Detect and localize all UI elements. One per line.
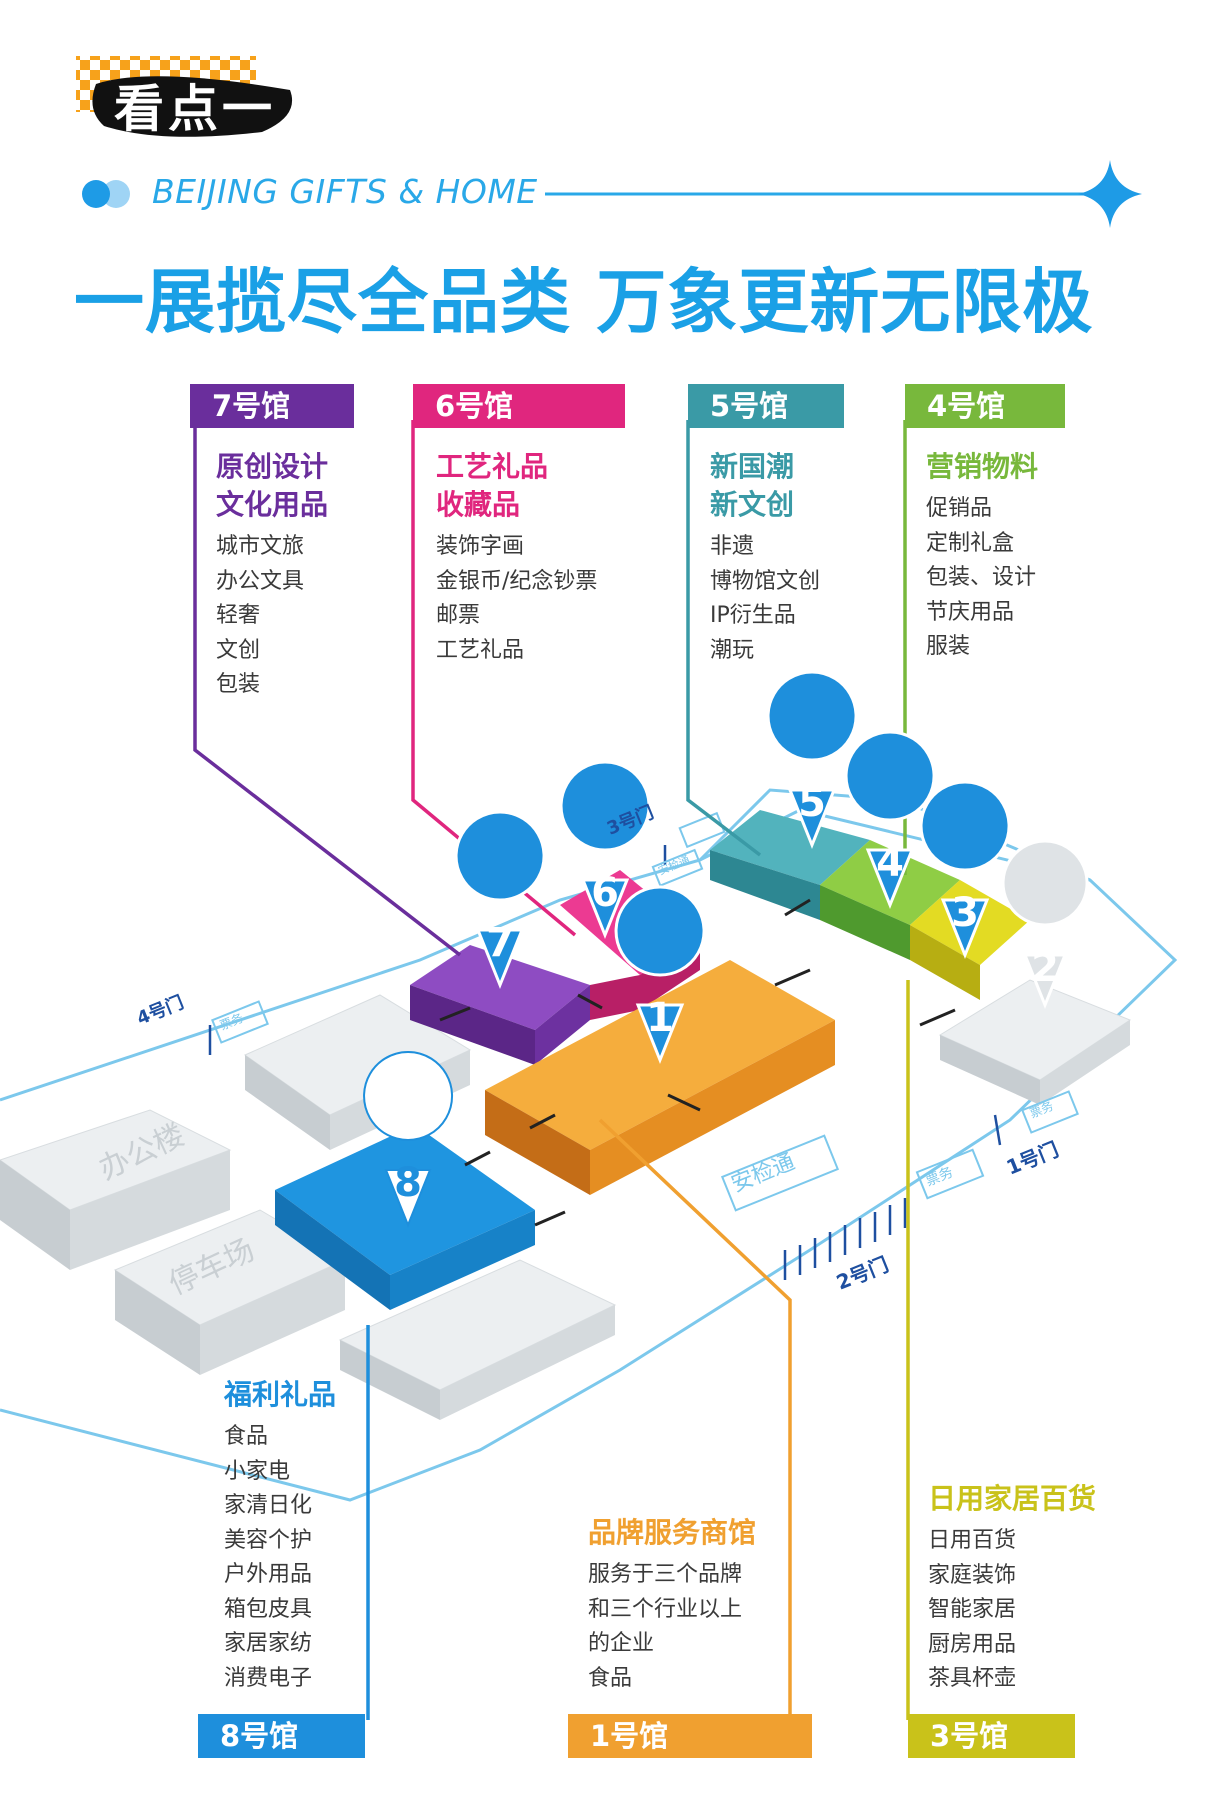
- hall-8-tag: 8号馆: [198, 1714, 365, 1758]
- hall-5-item: 博物馆文创: [710, 568, 821, 594]
- hall-3-item: 茶具杯壶: [928, 1666, 1017, 1691]
- hall-4-item: 包装、设计: [926, 565, 1037, 590]
- hall-7-item: 文创: [216, 637, 261, 663]
- badge-blob: [92, 76, 293, 137]
- hall-8-title-1: 福利礼品: [224, 1378, 337, 1411]
- hall-6-title-1: 工艺礼品: [436, 450, 549, 483]
- hall-3-item: 智能家居: [928, 1597, 1017, 1622]
- hall-3-item: 厨房用品: [928, 1631, 1017, 1657]
- hall-4-title-1: 营销物料: [926, 450, 1039, 483]
- hall-8-item: 食品: [224, 1424, 269, 1449]
- hall-8-item: 家居家纺: [224, 1631, 313, 1656]
- hall-5-panel: 新国潮 新文创 非遗 博物馆文创 IP衍生品 潮玩: [710, 448, 820, 668]
- hall-8-item: 小家电: [224, 1458, 291, 1484]
- hall-strip-5-4-3: [710, 810, 1030, 1000]
- hall-8-item: 美容个护: [224, 1527, 313, 1553]
- grey-blocks: [0, 979, 1132, 1420]
- hall-5-title-1: 新国潮: [710, 450, 795, 483]
- hall-5-item: IP衍生品: [710, 603, 796, 628]
- hall-8-item: 箱包皮具: [224, 1596, 313, 1622]
- hall-1-item: 和三个行业以上: [588, 1596, 743, 1622]
- hall-7-item: 城市文旅: [216, 534, 305, 559]
- page-headline: 一展揽尽全品类 万象更新无限极: [74, 261, 1094, 343]
- hall-8-item: 消费电子: [224, 1665, 313, 1691]
- hall-6-item: 装饰字画: [436, 534, 525, 559]
- hall-1-tag: 1号馆: [568, 1714, 812, 1758]
- hall-4-item: 促销品: [926, 496, 993, 521]
- badge-label: 看点一: [114, 80, 276, 138]
- sign-boxes: [211, 811, 1079, 1212]
- hall-5-item: 潮玩: [710, 637, 755, 663]
- hall-1-item: 服务于三个品牌: [588, 1562, 743, 1587]
- english-subtitle: BEIJING GIFTS & HOME: [152, 172, 538, 211]
- hall-7-item: 包装: [216, 672, 261, 697]
- hall-3-item: 日用百货: [928, 1528, 1017, 1553]
- hall-7-title-2: 文化用品: [216, 488, 329, 521]
- hall-6-tag: 6号馆: [413, 384, 625, 428]
- hall-6-panel: 工艺礼品 收藏品 装饰字画 金银币/纪念钞票 邮票 工艺礼品: [436, 448, 597, 668]
- hall-8-item: 户外用品: [224, 1562, 313, 1587]
- hall-3-title-1: 日用家居百货: [928, 1482, 1097, 1515]
- hall-8-panel: 福利礼品 食品 小家电 家清日化 美容个护 户外用品 箱包皮具 家居家纺 消费电…: [224, 1376, 336, 1696]
- hall-4-item: 服装: [926, 634, 971, 659]
- hall-8-item: 家清日化: [224, 1493, 313, 1518]
- hall-5-tag: 5号馆: [688, 384, 844, 428]
- hall-3-item: 家庭装饰: [928, 1562, 1017, 1588]
- hall-5-item: 非遗: [710, 534, 755, 559]
- highlight-badge: 看点一: [70, 48, 310, 158]
- gate-arrows: [208, 845, 1002, 1280]
- hall-3-panel: 日用家居百货 日用百货 家庭装饰 智能家居 厨房用品 茶具杯壶: [928, 1480, 1096, 1697]
- hall-4-tag: 4号馆: [905, 384, 1065, 428]
- hall-6-title-2: 收藏品: [436, 488, 521, 521]
- toggle-icon: [82, 180, 130, 208]
- hall-1-title-1: 品牌服务商馆: [588, 1516, 757, 1549]
- hall-5-title-2: 新文创: [710, 488, 795, 521]
- hall-1-item: 食品: [588, 1665, 633, 1691]
- hall-4-item: 节庆用品: [926, 599, 1015, 625]
- hall-1-panel: 品牌服务商馆 服务于三个品牌 和三个行业以上 的企业 食品: [588, 1514, 756, 1696]
- hall-7-panel: 原创设计 文化用品 城市文旅 办公文具 轻奢 文创 包装: [216, 448, 328, 703]
- sparkle-icon: [1078, 160, 1142, 228]
- hall-6-item: 邮票: [436, 603, 481, 628]
- hall-7-item: 轻奢: [216, 603, 261, 628]
- hall-3-tag: 3号馆: [908, 1714, 1075, 1758]
- hall-4-panel: 营销物料 促销品 定制礼盒 包装、设计 节庆用品 服装: [926, 448, 1038, 665]
- hall-7-item: 办公文具: [216, 568, 305, 594]
- hall-6-item: 工艺礼品: [436, 637, 525, 663]
- hall-7-tag: 7号馆: [190, 384, 354, 428]
- hall-4-item: 定制礼盒: [926, 530, 1015, 556]
- hall-6-item: 金银币/纪念钞票: [436, 568, 598, 594]
- hall-1-item: 的企业: [588, 1631, 655, 1656]
- hall-7-title-1: 原创设计: [216, 450, 329, 483]
